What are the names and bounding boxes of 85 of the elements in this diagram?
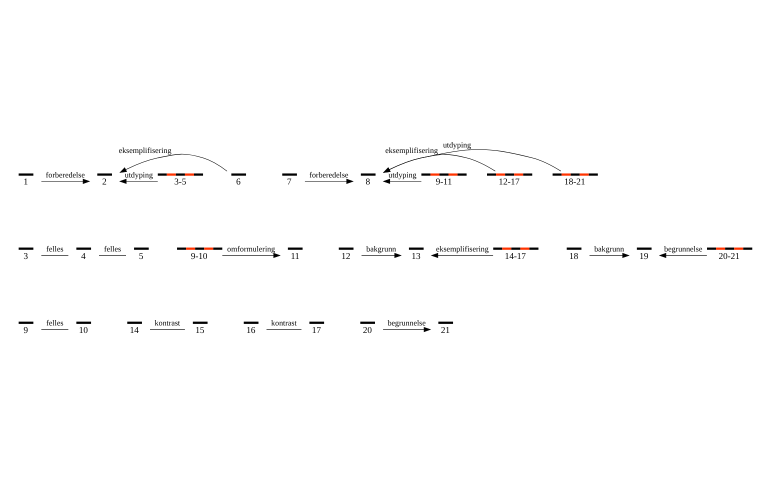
node-label: 18: [569, 250, 578, 260]
arrow: [119, 153, 228, 172]
node-box: [360, 172, 376, 176]
edge-label: bakgrunn: [594, 244, 624, 254]
edge-label: eksemplifisering: [385, 145, 438, 154]
edge-label: omformulering: [227, 244, 276, 254]
node-box: [288, 247, 303, 250]
edge-label: felles: [104, 244, 122, 254]
edge-label: begrunnelse: [388, 318, 426, 328]
arrow: [119, 178, 158, 184]
node-label: 6: [236, 176, 241, 186]
node-label: 14: [130, 324, 139, 334]
connector: [41, 254, 69, 256]
edge-label: forberedelse: [46, 170, 85, 180]
edge-label: bakgrunn: [366, 244, 396, 254]
node-box: [244, 321, 258, 324]
node-box: [127, 321, 142, 324]
node-label: 4: [81, 250, 86, 260]
node-label: 12: [341, 250, 350, 260]
node-label: 21: [440, 324, 450, 334]
connector: [41, 328, 69, 330]
node-label: 9-11: [436, 176, 452, 186]
node-box: [18, 321, 34, 324]
node-label: 20-21: [718, 250, 740, 260]
node-label: 15: [195, 324, 204, 334]
node-label: 10: [78, 324, 88, 334]
arrow: [382, 178, 422, 184]
arrow: [382, 148, 562, 172]
node-label: 17: [312, 324, 321, 334]
node-box: [408, 247, 424, 250]
node-label: 8: [366, 176, 370, 186]
arrow: [304, 178, 354, 184]
arrow: [658, 252, 708, 258]
node-box: [338, 247, 354, 250]
node-label: 9-10: [190, 250, 208, 260]
edge-label: eksemplifisering: [436, 244, 489, 254]
node-label: 12-17: [498, 176, 520, 186]
edge-label: forberedelse: [309, 170, 348, 180]
connector: [266, 328, 302, 330]
node-box: [636, 247, 652, 250]
node-label: 1: [23, 176, 28, 186]
edge-label: utdyping: [442, 140, 472, 150]
node-label: 13: [411, 250, 421, 260]
node-box: [192, 321, 208, 324]
connector: [98, 254, 126, 256]
node-box: [231, 172, 246, 176]
node-box: [566, 247, 582, 250]
arrow: [41, 178, 90, 184]
node-label: 16: [246, 324, 256, 334]
arrow: [430, 252, 494, 258]
arrow: [589, 252, 630, 258]
edge-label: utdyping: [388, 170, 416, 180]
node-box: [76, 247, 92, 250]
node-box: [18, 247, 34, 250]
arrow: [361, 252, 402, 258]
node-box: [309, 321, 324, 324]
edge-label: begrunnelse: [664, 244, 702, 254]
node-label: 5: [138, 250, 144, 260]
node-label: 3: [23, 250, 28, 260]
arrow: [222, 252, 281, 258]
node-box: [438, 321, 454, 324]
edge-label: kontrast: [271, 318, 297, 328]
node-label: 20: [362, 324, 372, 334]
node-label: 7: [287, 176, 292, 186]
node-label: 11: [290, 250, 300, 260]
node-label: 18-21: [564, 176, 586, 186]
edge-label: felles: [46, 244, 64, 254]
node-label: 3-5: [174, 176, 186, 186]
edge-label: utdyping: [124, 170, 153, 180]
connector: [150, 328, 186, 330]
edge-label: felles: [46, 318, 64, 328]
arrow: [382, 154, 496, 172]
node-box: [18, 172, 34, 176]
node-box: [282, 172, 297, 176]
node-label: 19: [639, 250, 648, 260]
arrow: [382, 326, 432, 332]
node-label: 2: [102, 176, 107, 186]
edge-label: kontrast: [154, 318, 180, 328]
node-box: [97, 172, 112, 176]
edge-label: eksemplifisering: [118, 146, 172, 155]
node-box: [134, 247, 149, 250]
node-box: [360, 321, 375, 324]
node-label: 14-17: [504, 250, 526, 260]
node-label: 9: [23, 324, 28, 334]
node-box: [76, 321, 92, 324]
